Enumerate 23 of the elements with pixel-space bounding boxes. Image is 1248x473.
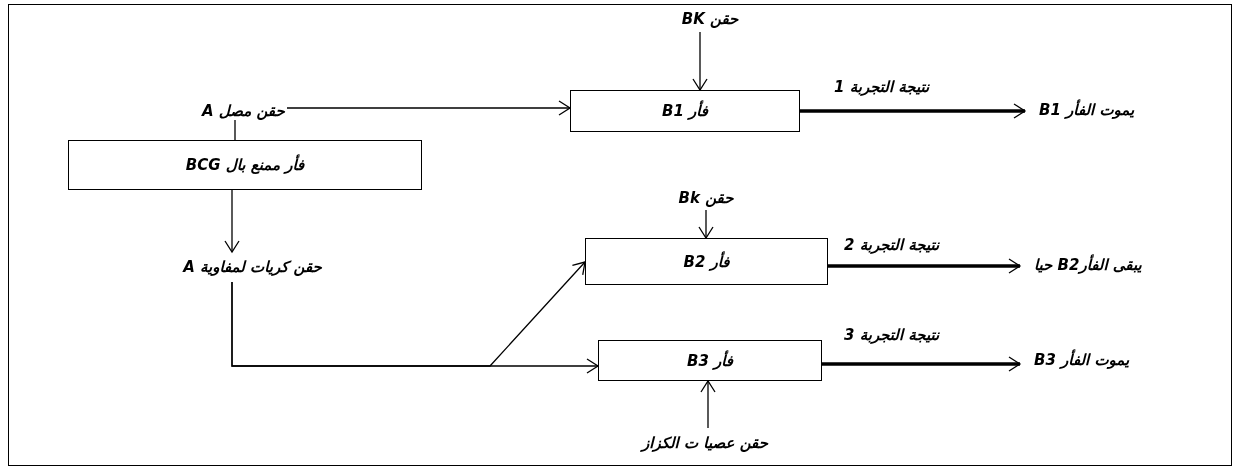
result-text: يموت الفأر B3	[1020, 345, 1225, 375]
process-box: فأر ممنع بال BCG	[68, 140, 422, 190]
edge-label: نتيجة التجربة 1	[832, 78, 932, 96]
process-box: فأر B2	[585, 238, 828, 285]
process-box: فأر B3	[598, 340, 822, 381]
injection-label: حقن BK	[655, 6, 765, 32]
arrow	[231, 281, 599, 374]
arrow	[692, 31, 708, 91]
edge-label: نتيجة التجربة 2	[842, 236, 942, 254]
edge-label: حقن مصل A	[200, 102, 287, 120]
result-text: يبقى الفأرB2 حيا	[1020, 250, 1225, 280]
process-box: فأر B1	[570, 90, 800, 132]
injection-label: حقن عصيا ت الكزاز	[608, 428, 802, 458]
result-text: يموت الفأر B1	[1025, 95, 1215, 125]
arrow	[800, 103, 1026, 119]
arrow	[828, 258, 1021, 274]
injection-label: حقن كريات لمفاوية A	[140, 252, 365, 282]
arrow	[700, 380, 716, 429]
arrow	[698, 209, 714, 239]
arrow	[224, 189, 240, 253]
arrow	[822, 356, 1021, 372]
injection-label: حقن Bk	[668, 186, 744, 210]
edge-label: نتيجة التجربة 3	[842, 326, 942, 344]
